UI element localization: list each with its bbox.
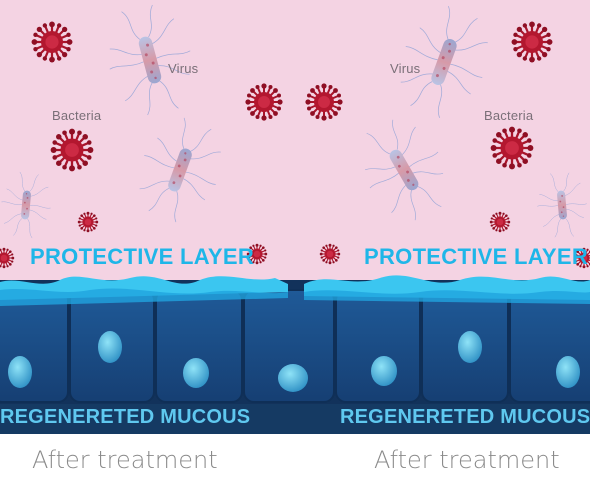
mucous-label-left: REGENERETED MUCOUS — [0, 406, 251, 428]
protective-layer-label-left: PROTECTIVE LAYER — [30, 244, 255, 269]
label-bacteria-right: Bacteria — [484, 108, 534, 123]
label-bacteria-left: Bacteria — [52, 108, 102, 123]
protective-layer-label-right: PROTECTIVE LAYER — [364, 244, 589, 269]
label-virus-right: Virus — [390, 61, 421, 76]
label-virus-left: Virus — [168, 61, 199, 76]
caption-right: After treatment — [374, 446, 560, 474]
mucous-label-right: REGENERETED MUCOUS — [340, 406, 590, 428]
caption-left: After treatment — [32, 446, 218, 474]
